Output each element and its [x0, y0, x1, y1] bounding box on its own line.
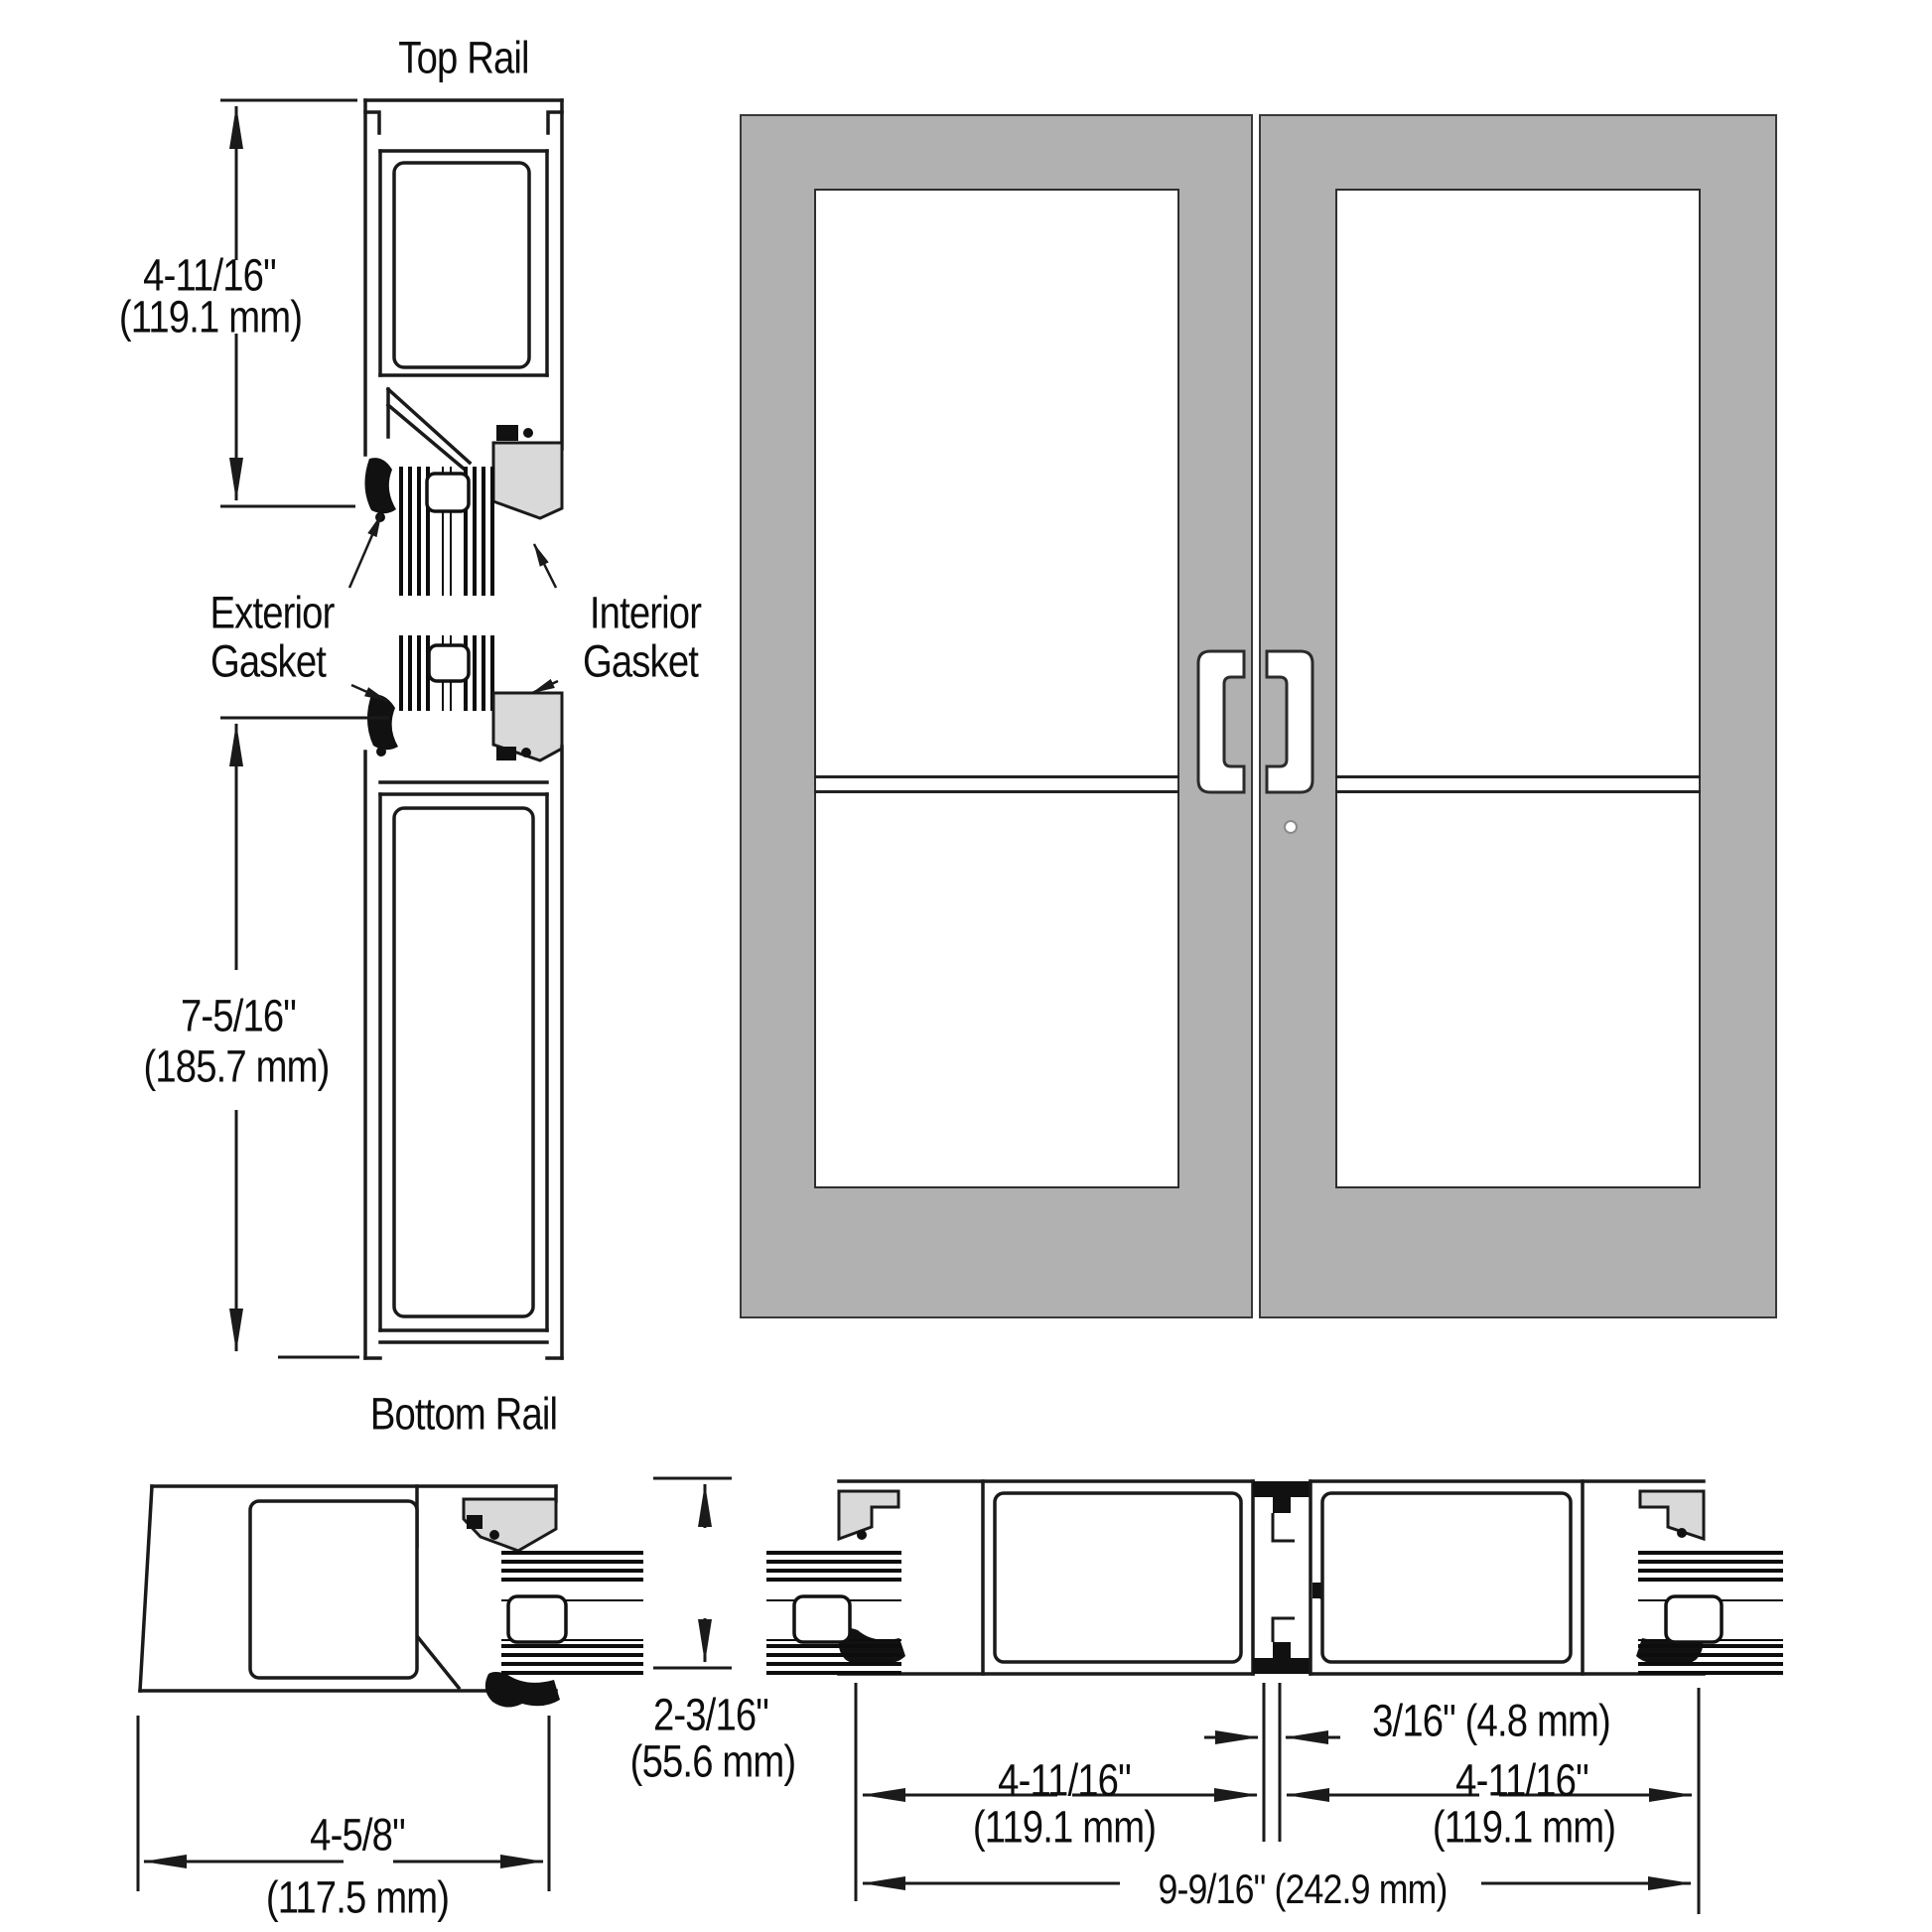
lock-stile-right-chamber	[1320, 1491, 1573, 1664]
hinge-stile-chamber	[248, 1499, 419, 1680]
dim-lock-stile-right-in: 4-11/16"	[1455, 1754, 1589, 1806]
door-left-glass	[814, 189, 1179, 1188]
glass-spacer-meeting-left	[792, 1594, 852, 1644]
vertical-section-drawing	[220, 98, 564, 1360]
dim-hinge-stile-in: 4-5/8"	[310, 1809, 406, 1861]
dim-lock-stile-left-mm: (119.1 mm)	[972, 1801, 1157, 1853]
glass-spacer-upper	[425, 472, 471, 513]
bottom-rail-label: Bottom Rail	[369, 1388, 558, 1440]
dim-top-rail-height	[220, 98, 357, 508]
lock-stile-right-clamp	[1638, 1489, 1706, 1542]
dim-rail-depth-mm: (55.6 mm)	[629, 1735, 796, 1787]
door-right-midrail-bottom-line	[1335, 790, 1701, 793]
dim-bottom-rail-height	[220, 716, 389, 1359]
glass-section-hinge	[501, 1551, 643, 1675]
dim-lock-stile-right-mm: (119.1 mm)	[1432, 1801, 1616, 1853]
interior-gasket-label-line2: Gasket	[582, 635, 699, 687]
exterior-gasket-label-line2: Gasket	[209, 635, 327, 687]
dim-lines-bottom	[136, 1476, 1701, 1914]
door-left-midrail-bottom-line	[814, 790, 1179, 793]
dim-hinge-stile-mm: (117.5 mm)	[265, 1871, 450, 1923]
lock-stile-left-clamp	[837, 1489, 900, 1542]
exterior-gasket-top	[364, 458, 396, 522]
glass-spacer-hinge	[506, 1594, 568, 1644]
dim-top-rail-in: 4-11/16"	[143, 249, 277, 301]
astragal-interlock	[1253, 1481, 1311, 1674]
lock-stile-left-profile	[837, 1479, 1255, 1676]
dim-pair-overall: 9-9/16" (242.9 mm)	[1158, 1865, 1448, 1912]
glass-spacer-lower	[427, 643, 471, 683]
glass-spacer-meeting-right	[1664, 1594, 1724, 1644]
bottom-rail-profile	[363, 745, 564, 1360]
hinge-stile-gaskets	[467, 1515, 560, 1708]
top-rail-label: Top Rail	[398, 32, 529, 83]
dim-lock-stile-left-in: 4-11/16"	[998, 1754, 1132, 1806]
bottom-rail-chamber	[392, 806, 535, 1318]
pull-handle-right	[1265, 649, 1314, 794]
interior-glazing-clamp-top	[491, 441, 564, 520]
door-pull-handles	[1196, 649, 1314, 794]
door-leaf-right	[1259, 114, 1777, 1318]
door-leaf-left	[740, 114, 1253, 1318]
exterior-gasket-bottom	[366, 694, 398, 757]
lock-stile-left-chamber	[993, 1491, 1243, 1664]
dim-top-rail-mm: (119.1 mm)	[118, 291, 303, 343]
horizontal-sections-drawing	[136, 1476, 1783, 1914]
dim-bottom-rail-mm: (185.7 mm)	[143, 1040, 330, 1092]
glass-section-meeting-right	[1638, 1551, 1783, 1675]
pull-handle-left	[1196, 649, 1246, 794]
interior-gasket-bottom	[496, 747, 531, 760]
interior-gasket-top	[496, 425, 533, 441]
top-rail-chamber	[392, 161, 531, 369]
dim-bottom-rail-in: 7-5/16"	[180, 990, 297, 1041]
cylinder-lock-dot	[1284, 820, 1298, 834]
interior-gasket-label-line1: Interior	[589, 587, 702, 638]
dim-rail-depth-in: 2-3/16"	[652, 1689, 769, 1740]
gasket-callout-arrows	[347, 513, 559, 703]
door-right-midrail-top-line	[1335, 775, 1701, 778]
door-left-midrail-top-line	[814, 775, 1179, 778]
dim-meeting-gap: 3/16" (4.8 mm)	[1372, 1695, 1611, 1746]
door-right-glass	[1335, 189, 1701, 1188]
exterior-gasket-label-line1: Exterior	[209, 587, 336, 638]
top-rail-profile	[363, 98, 564, 472]
